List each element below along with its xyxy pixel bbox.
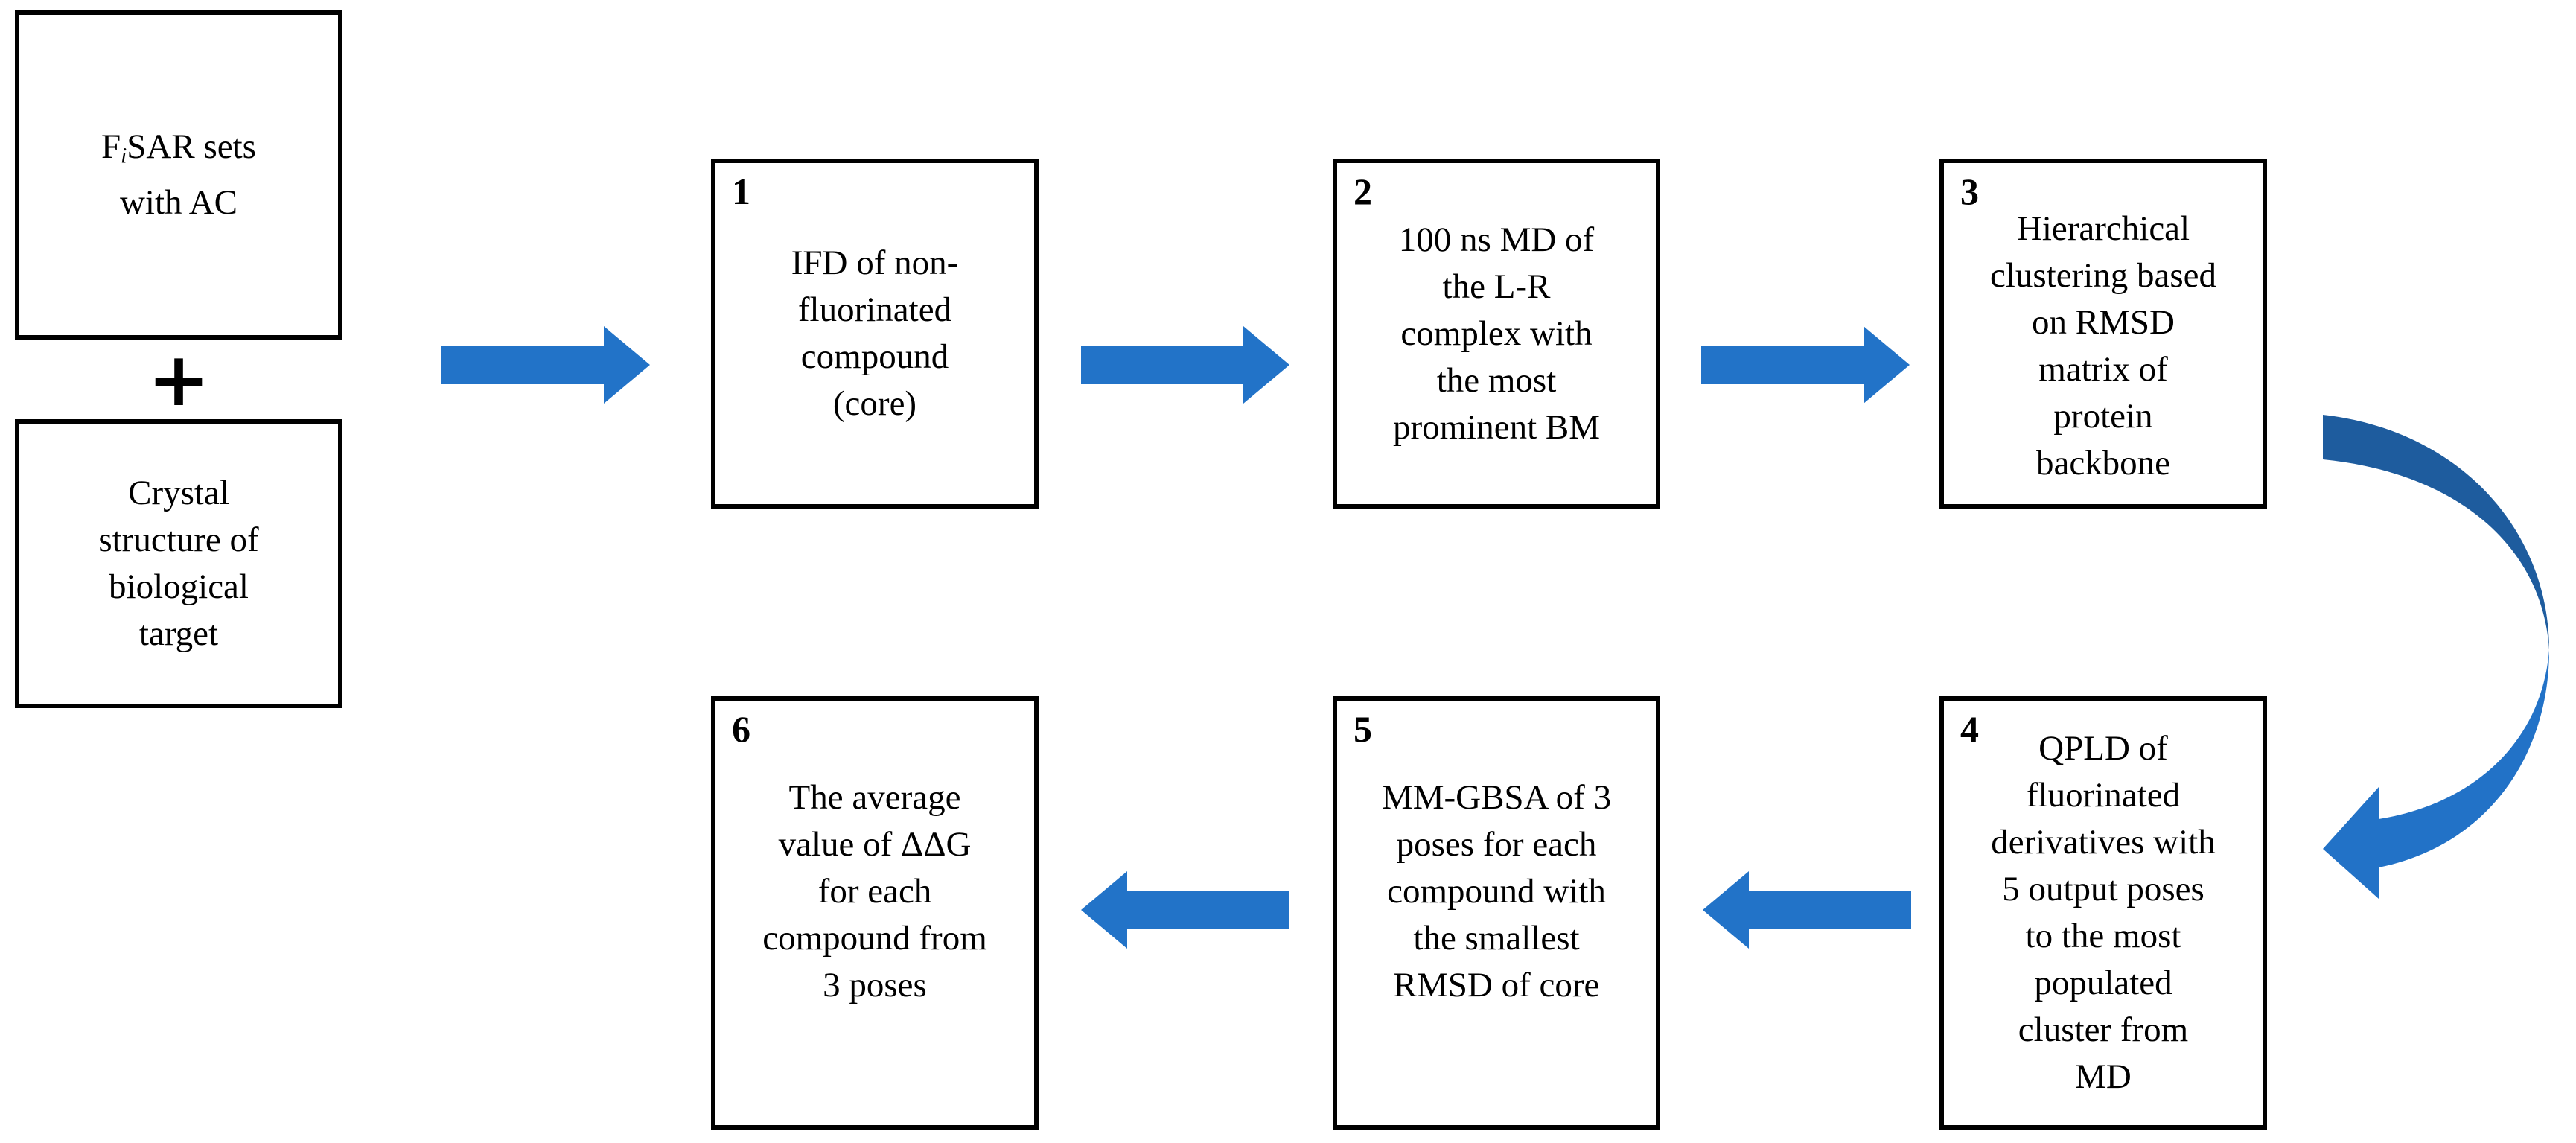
curved-arrow-top-band	[2323, 415, 2549, 650]
text-line: to the most	[2025, 917, 2181, 955]
arrow-left-icon-1	[1703, 871, 1911, 949]
text-line: fluorinated	[797, 290, 952, 329]
fisar-subscript: i	[121, 144, 127, 168]
step-4-text: QPLD of fluorinated derivatives with 5 outp…	[1944, 701, 2263, 1125]
text-line: target	[138, 614, 219, 653]
step-5-text: MM-GBSA of 3 poses for each compound with t…	[1337, 701, 1656, 1125]
text-line: structure of	[98, 520, 259, 559]
text-line: The average	[788, 777, 961, 817]
arrow-right-icon-2	[1081, 326, 1289, 404]
step-box-4: 4 QPLD of fluorinated derivatives with 5 ou…	[1939, 696, 2267, 1130]
text-line: clustering based	[1989, 256, 2217, 295]
curved-arrow-bottom-band	[2323, 650, 2549, 899]
text-line: for each	[817, 871, 932, 911]
input-box-fisar-sets: FiSAR sets with AC	[15, 10, 342, 340]
input-box-crystal-structure: Crystal structure of biological target	[15, 419, 342, 708]
text-line: compound from	[762, 918, 987, 958]
text-line: compound	[800, 337, 949, 376]
text-line: matrix of	[2038, 350, 2168, 389]
step-1-text: IFD of non-fluorinated compound (core)	[715, 163, 1034, 504]
text-line: (core)	[832, 384, 917, 423]
text-line: 100 ns MD of	[1398, 220, 1595, 259]
arrow-left-icon-2	[1081, 871, 1289, 949]
step-2-text: 100 ns MD of the L-R complex with the most p…	[1337, 163, 1656, 504]
text-line: Hierarchical	[2016, 209, 2190, 248]
step-box-6: 6 The average value of ΔΔG for each compoun…	[711, 696, 1039, 1130]
text-line: the smallest	[1413, 918, 1580, 958]
text-line: 5 output poses	[2002, 870, 2204, 908]
plus-sign: +	[15, 340, 342, 419]
step-3-text: Hierarchical clustering based on RMSD matri…	[1944, 163, 2263, 504]
text-line: MD	[2075, 1057, 2132, 1096]
text-line: complex with	[1400, 313, 1593, 353]
text-line: prominent BM	[1392, 407, 1601, 447]
fisar-rest: SAR sets	[127, 127, 256, 166]
step-box-1: 1 IFD of non-fluorinated compound (core)	[711, 159, 1039, 509]
step-box-2: 2 100 ns MD of the L-R complex with the mos…	[1333, 159, 1660, 509]
text-line: cluster from	[2018, 1010, 2189, 1049]
text-line: the most	[1436, 360, 1557, 400]
text-line: biological	[109, 567, 249, 606]
step-number: 2	[1354, 171, 1372, 212]
text-line: on RMSD	[2032, 303, 2175, 342]
text-line: RMSD of core	[1393, 965, 1600, 1004]
step-number: 3	[1960, 171, 1979, 212]
step-number: 6	[732, 708, 750, 750]
step-number: 4	[1960, 708, 1979, 750]
text-line: with AC	[119, 183, 237, 223]
text-line: derivatives with	[1991, 823, 2216, 862]
arrow-right-icon-3	[1701, 326, 1910, 404]
text-line: compound with	[1387, 871, 1606, 911]
text-line: poses for each	[1396, 824, 1597, 864]
text-line: MM-GBSA of 3	[1381, 777, 1612, 817]
plus-glyph: +	[147, 335, 210, 423]
text-line: QPLD of	[2038, 729, 2168, 768]
step-number: 1	[732, 171, 750, 212]
input-box-fisar-text: FiSAR sets with AC	[19, 15, 338, 335]
fisar-prefix: F	[101, 127, 121, 166]
step-6-text: The average value of ΔΔG for each compound …	[715, 701, 1034, 1125]
curved-arrow-icon	[2323, 415, 2549, 899]
text-line: IFD of non-	[791, 243, 959, 282]
text-line: backbone	[2035, 444, 2171, 483]
arrow-right-icon-1	[441, 326, 650, 404]
text-line: FiSAR sets	[101, 124, 256, 179]
text-line: 3 poses	[823, 965, 927, 1004]
step-number: 5	[1354, 708, 1372, 750]
text-line: protein	[2053, 397, 2153, 436]
input-box-crystal-text: Crystal structure of biological target	[19, 424, 338, 704]
step-box-5: 5 MM-GBSA of 3 poses for each compound wit…	[1333, 696, 1660, 1130]
text-line: value of ΔΔG	[778, 824, 972, 864]
step-box-3: 3 Hierarchical clustering based on RMSD mat…	[1939, 159, 2267, 509]
text-line: populated	[2034, 964, 2172, 1002]
text-line: fluorinated	[2026, 776, 2181, 815]
text-line: Crystal	[128, 474, 229, 512]
text-line: the L-R	[1442, 267, 1551, 306]
